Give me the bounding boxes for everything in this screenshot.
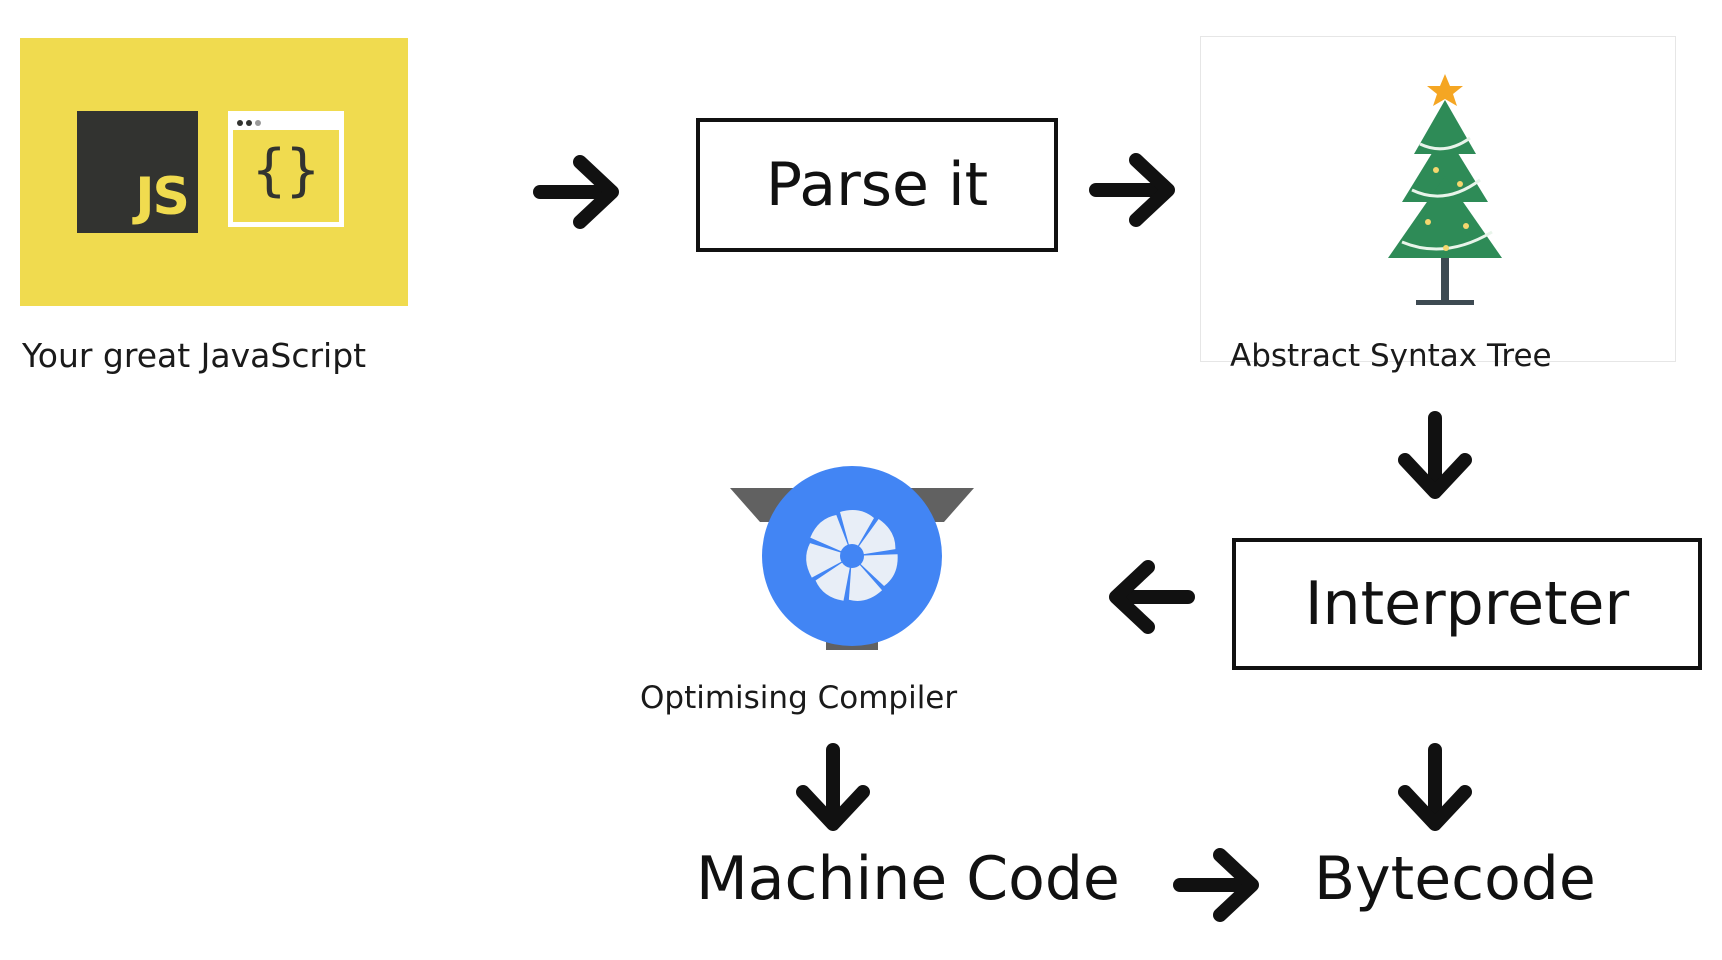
interpreter-box: Interpreter <box>1232 538 1702 670</box>
window-dot-icon <box>255 120 261 126</box>
window-dot-icon <box>237 120 243 126</box>
arrow-down-icon <box>1398 411 1472 499</box>
arrow-right-icon <box>533 155 619 229</box>
window-dot-icon <box>246 120 252 126</box>
christmas-tree-icon <box>1388 74 1502 305</box>
bytecode-label: Bytecode <box>1314 844 1596 914</box>
parse-step-label: Parse it <box>765 150 989 220</box>
javascript-logo-text: JS <box>135 167 190 227</box>
compiler-caption: Optimising Compiler <box>640 680 958 716</box>
arrow-right-icon <box>1173 848 1259 922</box>
machine-code-label: Machine Code <box>696 844 1120 914</box>
code-window-icon: {} <box>228 111 344 227</box>
ast-caption: Abstract Syntax Tree <box>1230 338 1552 374</box>
interpreter-label: Interpreter <box>1304 569 1630 639</box>
arrow-right-icon <box>1089 153 1175 227</box>
code-braces: {} <box>252 138 320 203</box>
ast-frame <box>1200 36 1676 362</box>
source-caption: Your great JavaScript <box>22 336 367 375</box>
javascript-tile: JS {} <box>20 38 408 306</box>
arrow-down-icon <box>1398 743 1472 831</box>
parse-step-box: Parse it <box>696 118 1058 252</box>
arrow-down-icon <box>796 743 870 831</box>
window-titlebar <box>233 116 339 130</box>
javascript-logo-icon: JS <box>77 111 198 233</box>
arrow-left-icon <box>1109 560 1195 634</box>
turbofan-icon <box>730 466 974 650</box>
